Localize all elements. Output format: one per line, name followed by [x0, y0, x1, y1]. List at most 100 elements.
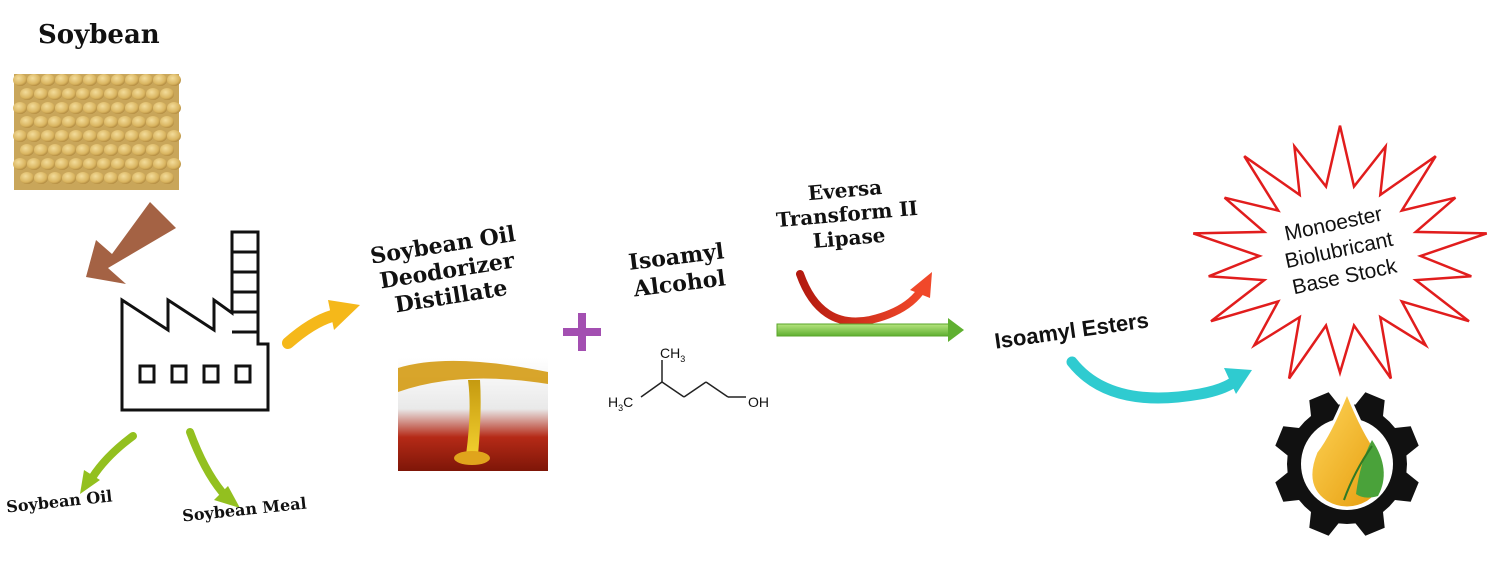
starburst-shape	[1192, 125, 1488, 380]
soybean-bean	[132, 88, 146, 100]
soybean-bean	[48, 144, 62, 156]
distillate-image	[398, 358, 548, 471]
soybean-bean	[160, 88, 174, 100]
soybean-bean	[153, 102, 167, 114]
soybean-bean	[132, 116, 146, 128]
soybean-bean	[146, 116, 160, 128]
soybean-bean	[62, 172, 76, 184]
soybean-bean	[13, 74, 27, 86]
soybean-bean	[153, 130, 167, 142]
soybean-bean	[20, 88, 34, 100]
plus-icon	[563, 313, 601, 351]
soybean-bean	[20, 172, 34, 184]
soybean-bean	[27, 158, 41, 170]
oil-product-arrowhead-icon	[80, 470, 100, 494]
soybean-bean	[146, 88, 160, 100]
soybean-bean	[27, 130, 41, 142]
soybean-bean	[76, 88, 90, 100]
soybean-bean	[139, 102, 153, 114]
yellow-arrowhead-icon	[328, 300, 360, 330]
soybean-bean	[83, 74, 97, 86]
teal-arrowhead-icon	[1224, 368, 1252, 394]
meal-product-arrowhead-icon	[214, 486, 240, 508]
soybean-bean	[167, 102, 181, 114]
soybean-bean	[125, 74, 139, 86]
soybean-bean	[55, 74, 69, 86]
soybean-bean	[34, 144, 48, 156]
soybean-bean	[27, 102, 41, 114]
soybean-bean	[118, 172, 132, 184]
soybean-bean	[160, 144, 174, 156]
soybean-bean	[62, 88, 76, 100]
factory-icon	[120, 230, 270, 412]
soybean-bean	[97, 130, 111, 142]
soybean-bean	[69, 102, 83, 114]
soybean-bean	[139, 74, 153, 86]
soybean-bean	[118, 144, 132, 156]
soybean-bean	[104, 172, 118, 184]
soybean-bean	[104, 116, 118, 128]
soybean-bean	[111, 158, 125, 170]
soybean-title: Soybean	[38, 20, 160, 50]
soybean-bean	[48, 172, 62, 184]
soybean-bean	[111, 130, 125, 142]
h3c-label: H3C	[608, 394, 634, 413]
yellow-arrow-icon	[282, 310, 338, 349]
oil-product-arrow-icon	[88, 432, 137, 482]
soybean-bean	[76, 116, 90, 128]
soybean-bean	[69, 158, 83, 170]
soybean-bean	[132, 172, 146, 184]
soybean-bean	[76, 144, 90, 156]
soybean-bean	[48, 116, 62, 128]
soybean-bean	[83, 130, 97, 142]
soybean-bean	[125, 130, 139, 142]
soybean-bean	[104, 88, 118, 100]
soybean-bean	[118, 116, 132, 128]
soybean-bean	[83, 158, 97, 170]
soybean-bean	[97, 158, 111, 170]
oh-label: OH	[748, 394, 769, 410]
soybean-bean	[41, 158, 55, 170]
soybean-bean	[55, 102, 69, 114]
soybean-bean	[146, 172, 160, 184]
soybean-bean	[20, 144, 34, 156]
soybean-bean	[167, 130, 181, 142]
soybean-bean	[69, 130, 83, 142]
isoamyl-alcohol-structure	[640, 360, 746, 398]
soybean-bean	[62, 144, 76, 156]
catalyst-arrowhead-icon	[910, 272, 932, 298]
ch3-label: CH3	[660, 345, 686, 364]
soybean-bean	[34, 116, 48, 128]
soybean-bean	[132, 144, 146, 156]
soybean-bean	[55, 130, 69, 142]
soybean-bean	[20, 116, 34, 128]
soybean-bean	[90, 116, 104, 128]
soybean-bean	[90, 172, 104, 184]
soybean-bean	[34, 172, 48, 184]
soybean-bean	[125, 102, 139, 114]
lipase-label: Eversa Transform II Lipase	[759, 171, 935, 258]
meal-product-arrow-icon	[186, 428, 226, 496]
soybean-bean	[97, 102, 111, 114]
soybean-bean	[146, 144, 160, 156]
soybean-bean	[167, 74, 181, 86]
soybean-bean	[97, 74, 111, 86]
soybean-bean	[41, 74, 55, 86]
soybean-bean	[69, 74, 83, 86]
soybean-bean	[153, 74, 167, 86]
soybean-bean	[90, 144, 104, 156]
soybean-bean	[139, 130, 153, 142]
soybean-bean	[90, 88, 104, 100]
soybean-bean	[13, 102, 27, 114]
soybean-bean	[153, 158, 167, 170]
soybean-bean	[139, 158, 153, 170]
soybean-bean	[160, 116, 174, 128]
soybean-bean	[83, 102, 97, 114]
soybean-bean	[34, 88, 48, 100]
soybean-bean	[55, 158, 69, 170]
soybean-bean	[160, 172, 174, 184]
brown-arrow-icon	[86, 202, 176, 284]
soybean-bean	[41, 130, 55, 142]
soybean-bean	[125, 158, 139, 170]
